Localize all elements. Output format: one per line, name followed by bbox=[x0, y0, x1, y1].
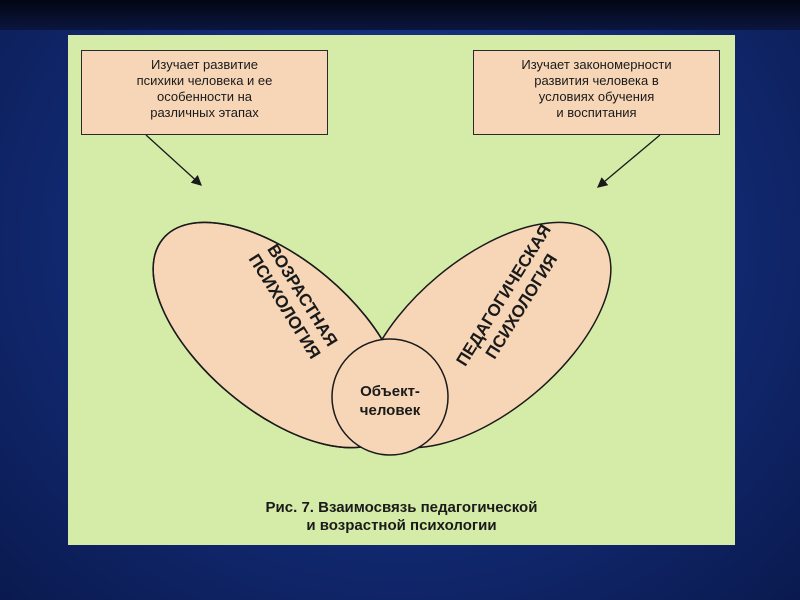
venn-diagram: ВОЗРАСТНАЯ ПСИХОЛОГИЯ ПЕДАГОГИЧЕСКАЯ ПСИ… bbox=[145, 134, 661, 456]
object-human-circle bbox=[331, 338, 449, 456]
note-left-line-1: Изучает развитие bbox=[151, 57, 258, 72]
note-left-line-2: психики человека и ее bbox=[136, 73, 273, 88]
caption-line-1: Рис. 7. Взаимосвязь педагогической bbox=[265, 499, 538, 516]
arrow-right bbox=[597, 134, 661, 188]
note-right-line-1: Изучает закономерности bbox=[521, 57, 672, 72]
diagram-panel: ВОЗРАСТНАЯ ПСИХОЛОГИЯ ПЕДАГОГИЧЕСКАЯ ПСИ… bbox=[68, 35, 735, 545]
note-right-line-4: и воспитания bbox=[556, 105, 637, 120]
age-psychology-note: Изучает развитие психики человека и ее о… bbox=[81, 50, 328, 135]
figure-caption: Рис. 7. Взаимосвязь педагогической и воз… bbox=[68, 499, 735, 535]
caption-line-2: и возрастной психологии bbox=[306, 517, 497, 534]
pedagogical-psychology-note: Изучает закономерности развития человека… bbox=[473, 50, 720, 135]
note-right-line-3: условиях обучения bbox=[538, 89, 655, 104]
top-band bbox=[0, 0, 800, 30]
object-human-line-2: человек bbox=[360, 402, 421, 419]
arrow-left bbox=[145, 134, 202, 186]
note-right-line-2: развития человека в bbox=[534, 73, 659, 88]
note-left-line-4: различных этапах bbox=[150, 105, 259, 120]
object-human-line-1: Объект- bbox=[360, 383, 420, 400]
note-left-line-3: особенности на bbox=[157, 89, 252, 104]
